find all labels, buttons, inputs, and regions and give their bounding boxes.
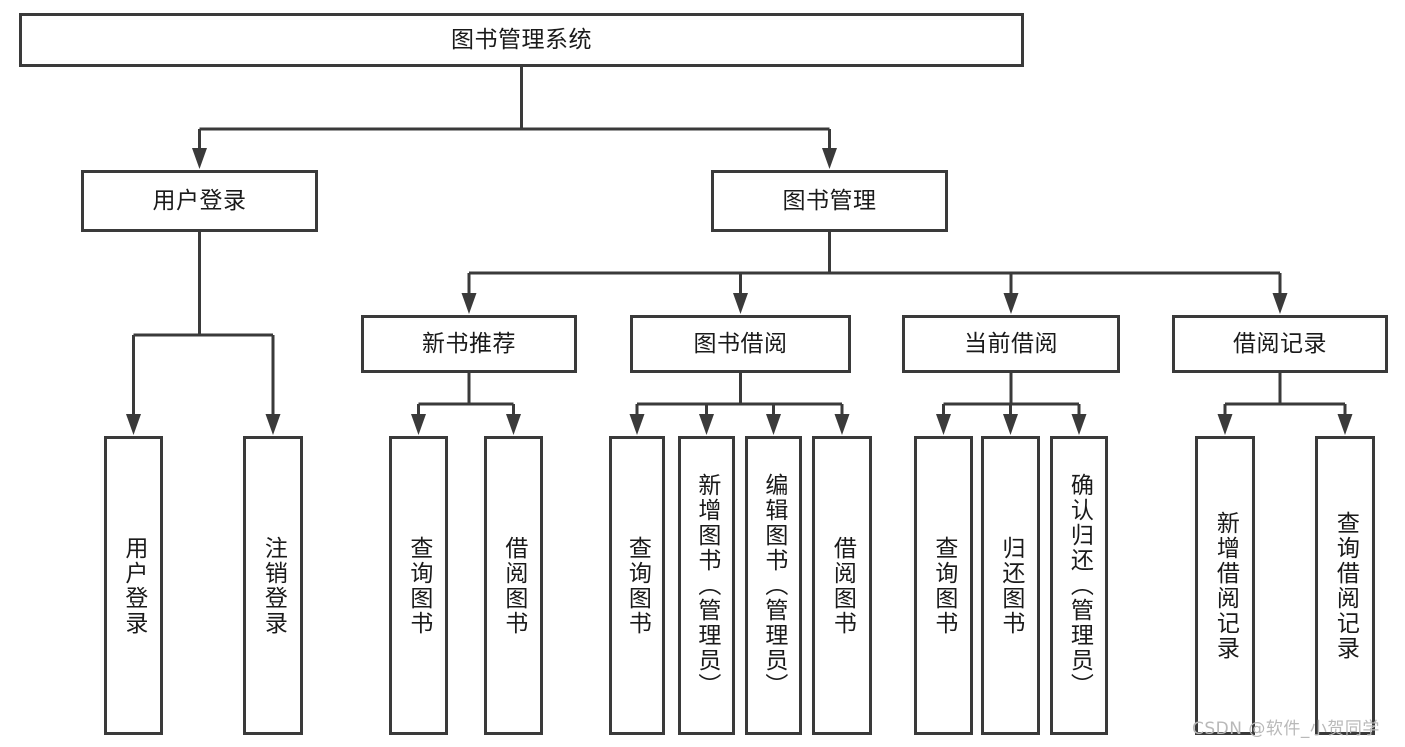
arrow-head-leaf_1 xyxy=(265,414,281,435)
node-box-l3_1[interactable] xyxy=(630,315,851,373)
arrow-head-l3_3 xyxy=(1272,293,1288,314)
arrow-head-l3_1 xyxy=(733,293,748,314)
watermark-text: CSDN @软件_小贺同学 xyxy=(1192,719,1380,739)
arrow-head-l2_0 xyxy=(192,148,207,169)
arrow-head-l3_0 xyxy=(461,293,477,314)
node-box-l3_3[interactable] xyxy=(1172,315,1388,373)
arrow-head-leaf_0 xyxy=(126,414,141,435)
arrow-head-leaf_10 xyxy=(1071,414,1087,435)
connector-layer xyxy=(126,67,1353,435)
arrow-head-leaf_12 xyxy=(1337,414,1353,435)
node-box-leaf_12[interactable] xyxy=(1315,436,1375,735)
arrow-head-leaf_4 xyxy=(629,414,645,435)
arrow-head-leaf_9 xyxy=(1003,414,1018,435)
node-box-l2_1[interactable] xyxy=(711,170,948,232)
node-box-leaf_9[interactable] xyxy=(981,436,1040,735)
node-box-leaf_0[interactable] xyxy=(104,436,163,735)
arrow-head-leaf_11 xyxy=(1217,414,1233,435)
node-box-leaf_4[interactable] xyxy=(609,436,665,735)
arrow-head-leaf_3 xyxy=(506,414,521,435)
arrow-head-leaf_2 xyxy=(411,414,426,435)
node-box-leaf_7[interactable] xyxy=(812,436,872,735)
arrow-head-l2_1 xyxy=(822,148,837,169)
arrow-head-leaf_6 xyxy=(766,414,781,435)
arrow-head-leaf_5 xyxy=(699,414,714,435)
node-box-leaf_2[interactable] xyxy=(389,436,448,735)
node-box-leaf_1[interactable] xyxy=(243,436,303,735)
node-box-l3_0[interactable] xyxy=(361,315,577,373)
node-box-root[interactable] xyxy=(19,13,1024,67)
node-box-leaf_3[interactable] xyxy=(484,436,543,735)
arrow-head-l3_2 xyxy=(1003,293,1019,314)
node-box-layer xyxy=(19,13,1388,735)
node-box-leaf_8[interactable] xyxy=(914,436,973,735)
node-box-leaf_11[interactable] xyxy=(1195,436,1255,735)
node-box-l3_2[interactable] xyxy=(902,315,1120,373)
node-box-l2_0[interactable] xyxy=(81,170,318,232)
node-box-leaf_6[interactable] xyxy=(745,436,802,735)
arrow-head-leaf_8 xyxy=(936,414,951,435)
node-box-leaf_5[interactable] xyxy=(678,436,735,735)
node-box-leaf_10[interactable] xyxy=(1050,436,1108,735)
arrow-head-leaf_7 xyxy=(834,414,850,435)
